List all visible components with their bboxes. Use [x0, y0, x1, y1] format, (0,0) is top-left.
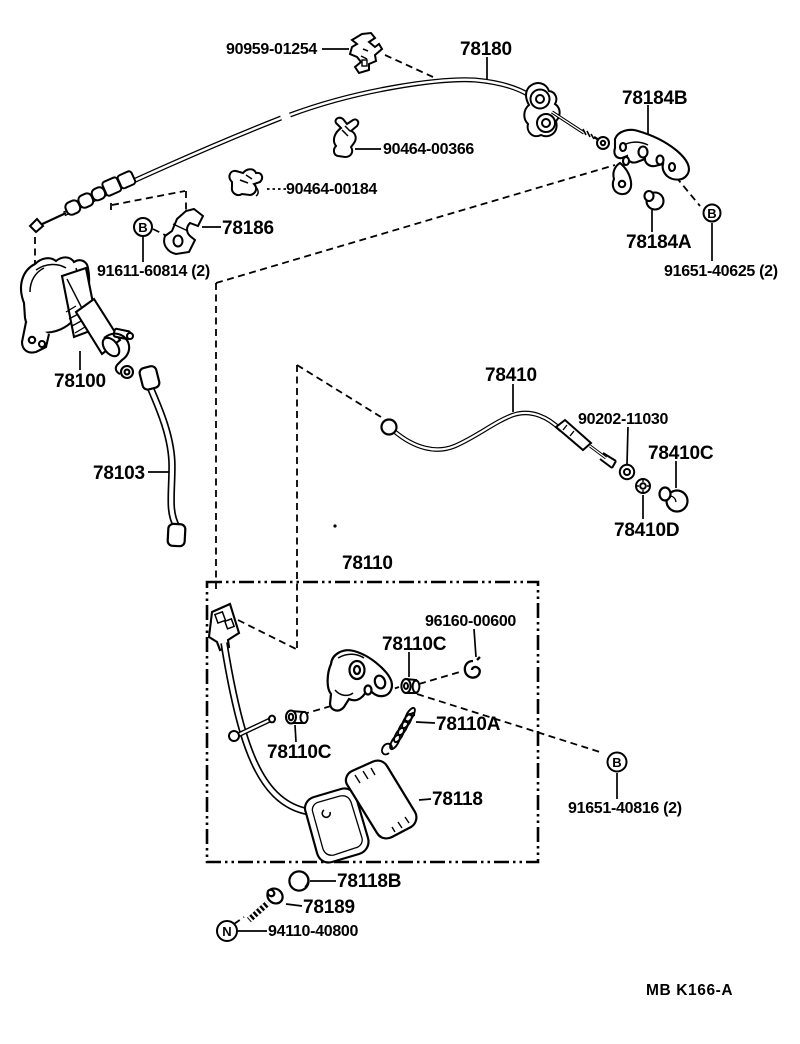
cable-78410	[380, 410, 617, 469]
washer-90202-11030	[618, 463, 636, 481]
clip-90464-00366	[332, 116, 360, 159]
part-label-94110-40800: 94110-40800	[268, 923, 359, 940]
grommet-78410C	[658, 486, 689, 513]
bolt-78184A	[643, 189, 665, 211]
callout-rings	[133, 203, 722, 942]
part-label-90464-00366: 90464-00366	[383, 141, 475, 158]
part-label-90464-00184: 90464-00184	[286, 181, 378, 198]
leader-lines	[79, 48, 713, 932]
part-label-78180: 78180	[460, 39, 512, 60]
throttle-link-78100	[20, 256, 135, 380]
part-label-78110C-upper: 78110C	[382, 634, 447, 655]
pedal-arm	[220, 642, 311, 816]
part-label-78118B: 78118B	[337, 871, 402, 892]
figure-code: MB K166-A	[646, 982, 734, 999]
part-label-78110C-lower: 78110C	[267, 742, 332, 763]
part-label-78189: 78189	[303, 897, 355, 918]
pedal-assembly-box	[205, 580, 540, 864]
part-label-78100: 78100	[54, 371, 106, 392]
cable-end-fitting	[523, 82, 610, 150]
part-label-90202-11030: 90202-11030	[578, 411, 669, 428]
push-nut-78410D	[635, 478, 651, 494]
callout-b-2: B	[707, 206, 717, 221]
bolt-78189	[246, 887, 284, 923]
rod-78103	[138, 365, 187, 548]
callout-b-ring-1	[133, 217, 153, 237]
part-label-96160-00600: 96160-00600	[425, 613, 517, 630]
pedal-pivot-bracket	[326, 649, 394, 712]
print-speck	[333, 524, 337, 528]
bracket-78186	[163, 207, 205, 256]
clevis-pin	[228, 714, 276, 742]
part-label-78103: 78103	[93, 463, 145, 484]
part-label-90959-01254: 90959-01254	[226, 41, 318, 58]
part-label-78184B: 78184B	[622, 88, 688, 109]
clamp-90959-01254	[348, 31, 384, 75]
bracket-78184B	[611, 128, 690, 196]
callout-b-ring-3	[606, 751, 628, 773]
part-label-78110: 78110	[342, 553, 393, 574]
pedal-pad-78118	[344, 759, 418, 840]
part-label-91651-40816: 91651-40816 (2)	[568, 800, 682, 817]
dashed-reference-lines	[34, 54, 701, 925]
bushing-78110C-lower	[285, 709, 309, 725]
part-label-78410: 78410	[485, 365, 537, 386]
part-label-78186: 78186	[222, 218, 274, 239]
part-label-78118: 78118	[432, 789, 483, 810]
callout-b-3: B	[612, 755, 622, 770]
cap-78118B	[288, 870, 310, 892]
pedal-pad-left	[303, 787, 370, 864]
callout-n: N	[222, 924, 232, 939]
retainer-96160-00600	[463, 656, 481, 679]
part-label-78410C: 78410C	[648, 443, 714, 464]
part-label-91611-60814: 91611-60814 (2)	[97, 263, 210, 280]
part-label-78110A: 78110A	[436, 714, 501, 735]
clip-90464-00184	[228, 168, 264, 197]
part-label-78410D: 78410D	[614, 520, 680, 541]
bushing-78110C-upper	[400, 677, 421, 694]
pedal-hinge-bracket	[207, 602, 241, 652]
callout-b-1: B	[138, 220, 148, 235]
callout-n-ring	[216, 920, 238, 942]
part-label-91651-40625: 91651-40625 (2)	[664, 263, 778, 280]
callout-b-ring-2	[702, 203, 722, 223]
cable-ferrules	[64, 170, 137, 216]
part-label-78184A: 78184A	[626, 232, 692, 253]
spring-78110A	[381, 706, 416, 756]
